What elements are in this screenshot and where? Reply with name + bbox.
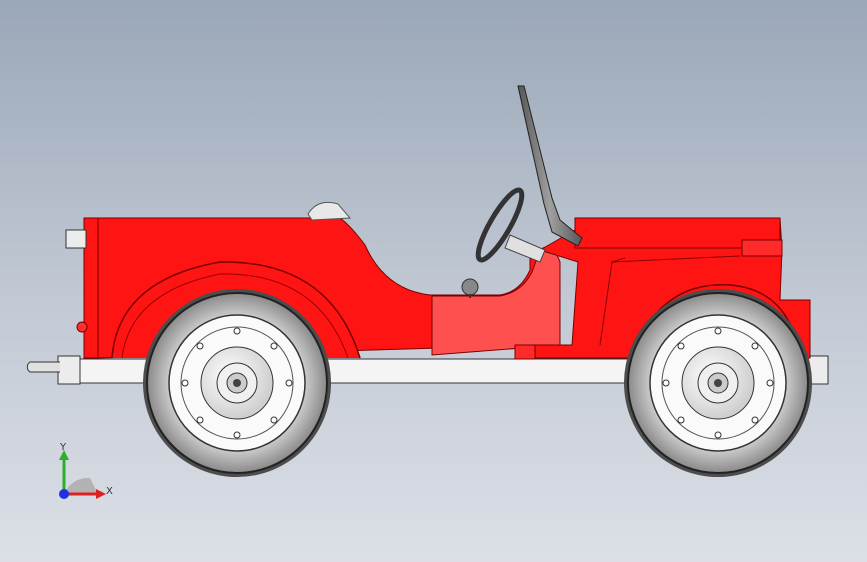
front-wheel	[143, 289, 331, 477]
front-light-stub	[65, 229, 87, 249]
door-panel	[431, 246, 561, 356]
windshield-arm	[517, 85, 583, 247]
x-axis-label: X	[106, 486, 113, 497]
steering-wheel	[475, 187, 525, 263]
side-step	[514, 344, 536, 360]
rear-tail-block	[741, 239, 783, 257]
seat-headrest	[307, 201, 352, 221]
front-bumper-end	[57, 355, 81, 385]
coordinate-triad: Y X	[40, 438, 120, 518]
tow-hook	[26, 361, 60, 373]
rear-reflector	[76, 321, 88, 333]
gear-knob	[461, 278, 479, 296]
front-fender-inner	[121, 273, 349, 359]
y-axis-label: Y	[60, 442, 67, 453]
steering-column	[504, 234, 546, 263]
rear-wheel	[624, 289, 812, 477]
rear-panel-crease	[599, 255, 741, 346]
